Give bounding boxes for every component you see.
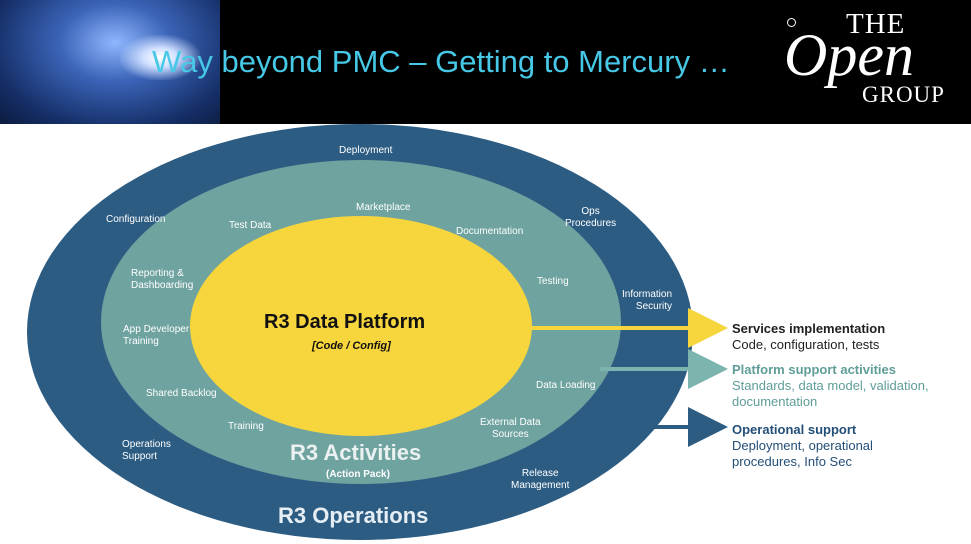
item-information-security: Information Security <box>622 289 673 312</box>
legend-operations-desc: Deployment, operational procedures, Info… <box>732 438 873 469</box>
diagram-shapes <box>27 124 728 540</box>
item-external-data-sources: External Data Sources <box>480 417 541 440</box>
legend-platform-desc: Standards, data model, validation, docum… <box>732 378 929 409</box>
legend-platform-title: Platform support activities <box>732 362 896 377</box>
middle-subtitle: (Action Pack) <box>326 469 390 480</box>
core-title: R3 Data Platform <box>264 311 426 333</box>
light-flare <box>120 35 200 80</box>
core-ellipse <box>190 216 532 436</box>
item-operations-support: Operations Support <box>122 439 171 462</box>
item-testing: Testing <box>537 276 569 287</box>
legend-services-desc: Code, configuration, tests <box>732 337 880 352</box>
diagram: R3 Data Platform [Code / Config] Marketp… <box>0 124 971 544</box>
logo-open: Open <box>784 22 914 88</box>
core-subtitle: [Code / Config] <box>312 340 391 352</box>
item-training: Training <box>228 421 264 432</box>
item-deployment: Deployment <box>339 145 393 156</box>
item-shared-backlog: Shared Backlog <box>146 388 217 399</box>
item-marketplace: Marketplace <box>356 202 411 213</box>
item-app-developer-training: App Developer Training <box>123 324 190 347</box>
middle-title: R3 Activities <box>290 440 422 465</box>
legend-services-title: Services implementation <box>732 321 886 336</box>
outer-title: R3 Operations <box>278 503 429 528</box>
legend-operations-title: Operational support <box>732 422 857 437</box>
slide-title: Way beyond PMC – Getting to Mercury … <box>152 44 730 79</box>
item-reporting: Reporting & Dashboarding <box>131 268 194 291</box>
item-data-loading: Data Loading <box>536 380 596 391</box>
logo-group: GROUP <box>862 82 945 107</box>
item-ops-procedures: Ops Procedures <box>565 206 617 229</box>
item-test-data: Test Data <box>229 220 272 231</box>
logo-the: THE <box>846 8 906 40</box>
header-banner: Way beyond PMC – Getting to Mercury … TH… <box>0 0 971 124</box>
item-configuration: Configuration <box>106 214 166 225</box>
registered-icon <box>787 18 796 27</box>
item-documentation: Documentation <box>456 226 524 237</box>
item-release-management: Release Management <box>511 468 570 491</box>
